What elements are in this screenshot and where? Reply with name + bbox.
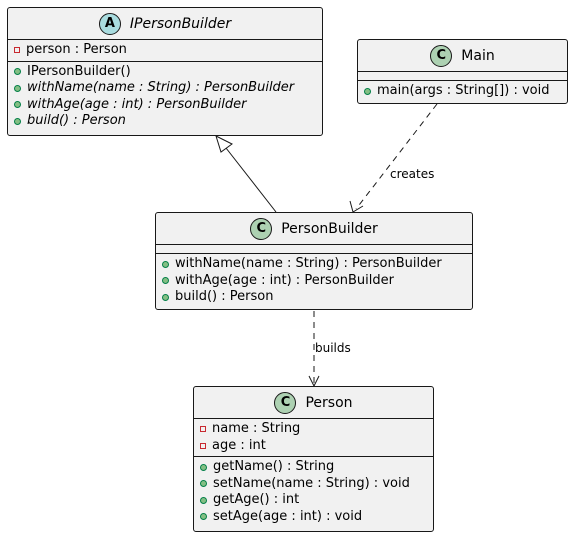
class-name: PersonBuilder bbox=[281, 220, 378, 237]
builds-label: builds bbox=[315, 341, 351, 355]
method-row: withName(name : String) : PersonBuilder bbox=[14, 80, 322, 97]
method-row: build() : Person bbox=[162, 289, 472, 306]
creates-label: creates bbox=[390, 167, 435, 181]
public-icon bbox=[14, 68, 21, 76]
method-row: setName(name : String) : void bbox=[200, 476, 433, 493]
class-header: C Person bbox=[194, 387, 433, 419]
method-row: getAge() : int bbox=[200, 492, 433, 509]
method-text: withAge(age : int) : PersonBuilder bbox=[175, 272, 394, 288]
class-personbuilder[interactable]: C PersonBuilder withName(name : String) … bbox=[155, 212, 473, 310]
method-text: getName() : String bbox=[213, 459, 335, 474]
method-text: withName(name : String) : PersonBuilder bbox=[27, 80, 295, 95]
class-icon: C bbox=[430, 44, 453, 67]
creates-edge bbox=[355, 103, 438, 210]
methods-section: getName() : String setName(name : String… bbox=[194, 457, 433, 527]
public-icon bbox=[200, 513, 207, 521]
private-icon bbox=[200, 426, 206, 433]
fields-section: person : Person bbox=[8, 40, 322, 62]
method-row: build() : Person bbox=[14, 113, 322, 130]
method-text: IPersonBuilder() bbox=[27, 63, 131, 79]
field-text: name : String bbox=[212, 421, 301, 436]
method-text: setAge(age : int) : void bbox=[213, 508, 363, 524]
method-text: getAge() : int bbox=[213, 492, 300, 507]
public-icon bbox=[364, 87, 371, 95]
field-text: age : int bbox=[212, 437, 266, 453]
class-header: C Main bbox=[358, 40, 567, 72]
method-row: setAge(age : int) : void bbox=[200, 509, 433, 526]
public-icon bbox=[162, 260, 169, 268]
fields-section bbox=[358, 72, 567, 81]
method-row: getName() : String bbox=[200, 459, 433, 476]
public-icon bbox=[162, 293, 169, 301]
method-text: withName(name : String) : PersonBuilder bbox=[175, 256, 442, 271]
inheritance-arrowhead bbox=[215, 135, 233, 153]
class-name: IPersonBuilder bbox=[129, 15, 232, 32]
method-text: build() : Person bbox=[27, 113, 126, 128]
public-icon bbox=[162, 277, 169, 285]
fields-section bbox=[156, 245, 472, 254]
class-ipersonbuilder[interactable]: A IPersonBuilder person : Person IPerson… bbox=[7, 7, 323, 136]
method-text: build() : Person bbox=[175, 289, 274, 304]
public-icon bbox=[200, 496, 207, 504]
class-header: A IPersonBuilder bbox=[8, 8, 322, 40]
private-icon bbox=[14, 47, 20, 54]
class-header: C PersonBuilder bbox=[156, 213, 472, 245]
methods-section: main(args : String[]) : void bbox=[358, 81, 567, 102]
method-text: setName(name : String) : void bbox=[213, 475, 410, 491]
class-person[interactable]: C Person name : String age : int getName… bbox=[193, 386, 434, 532]
method-text: main(args : String[]) : void bbox=[377, 83, 550, 98]
methods-section: withName(name : String) : PersonBuilder … bbox=[156, 254, 472, 308]
class-main[interactable]: C Main main(args : String[]) : void bbox=[357, 39, 568, 104]
public-icon bbox=[200, 480, 207, 488]
method-row: main(args : String[]) : void bbox=[364, 83, 567, 100]
fields-section: name : String age : int bbox=[194, 419, 433, 457]
public-icon bbox=[14, 101, 21, 109]
class-icon: C bbox=[274, 391, 297, 414]
field-text: person : Person bbox=[26, 42, 127, 57]
class-icon: C bbox=[250, 217, 273, 240]
field-row: name : String bbox=[200, 421, 433, 438]
inheritance-edge bbox=[225, 147, 277, 213]
method-row: withName(name : String) : PersonBuilder bbox=[162, 256, 472, 273]
method-text: withAge(age : int) : PersonBuilder bbox=[27, 96, 247, 112]
abstract-class-icon: A bbox=[98, 12, 121, 35]
method-row: IPersonBuilder() bbox=[14, 64, 322, 81]
public-icon bbox=[14, 84, 21, 92]
field-row: age : int bbox=[200, 438, 433, 455]
public-icon bbox=[200, 463, 207, 471]
class-name: Person bbox=[305, 394, 353, 411]
methods-section: IPersonBuilder() withName(name : String)… bbox=[8, 62, 322, 132]
field-row: person : Person bbox=[14, 42, 322, 59]
class-name: Main bbox=[461, 47, 495, 64]
private-icon bbox=[200, 442, 206, 449]
method-row: withAge(age : int) : PersonBuilder bbox=[162, 273, 472, 290]
method-row: withAge(age : int) : PersonBuilder bbox=[14, 97, 322, 114]
public-icon bbox=[14, 117, 21, 125]
